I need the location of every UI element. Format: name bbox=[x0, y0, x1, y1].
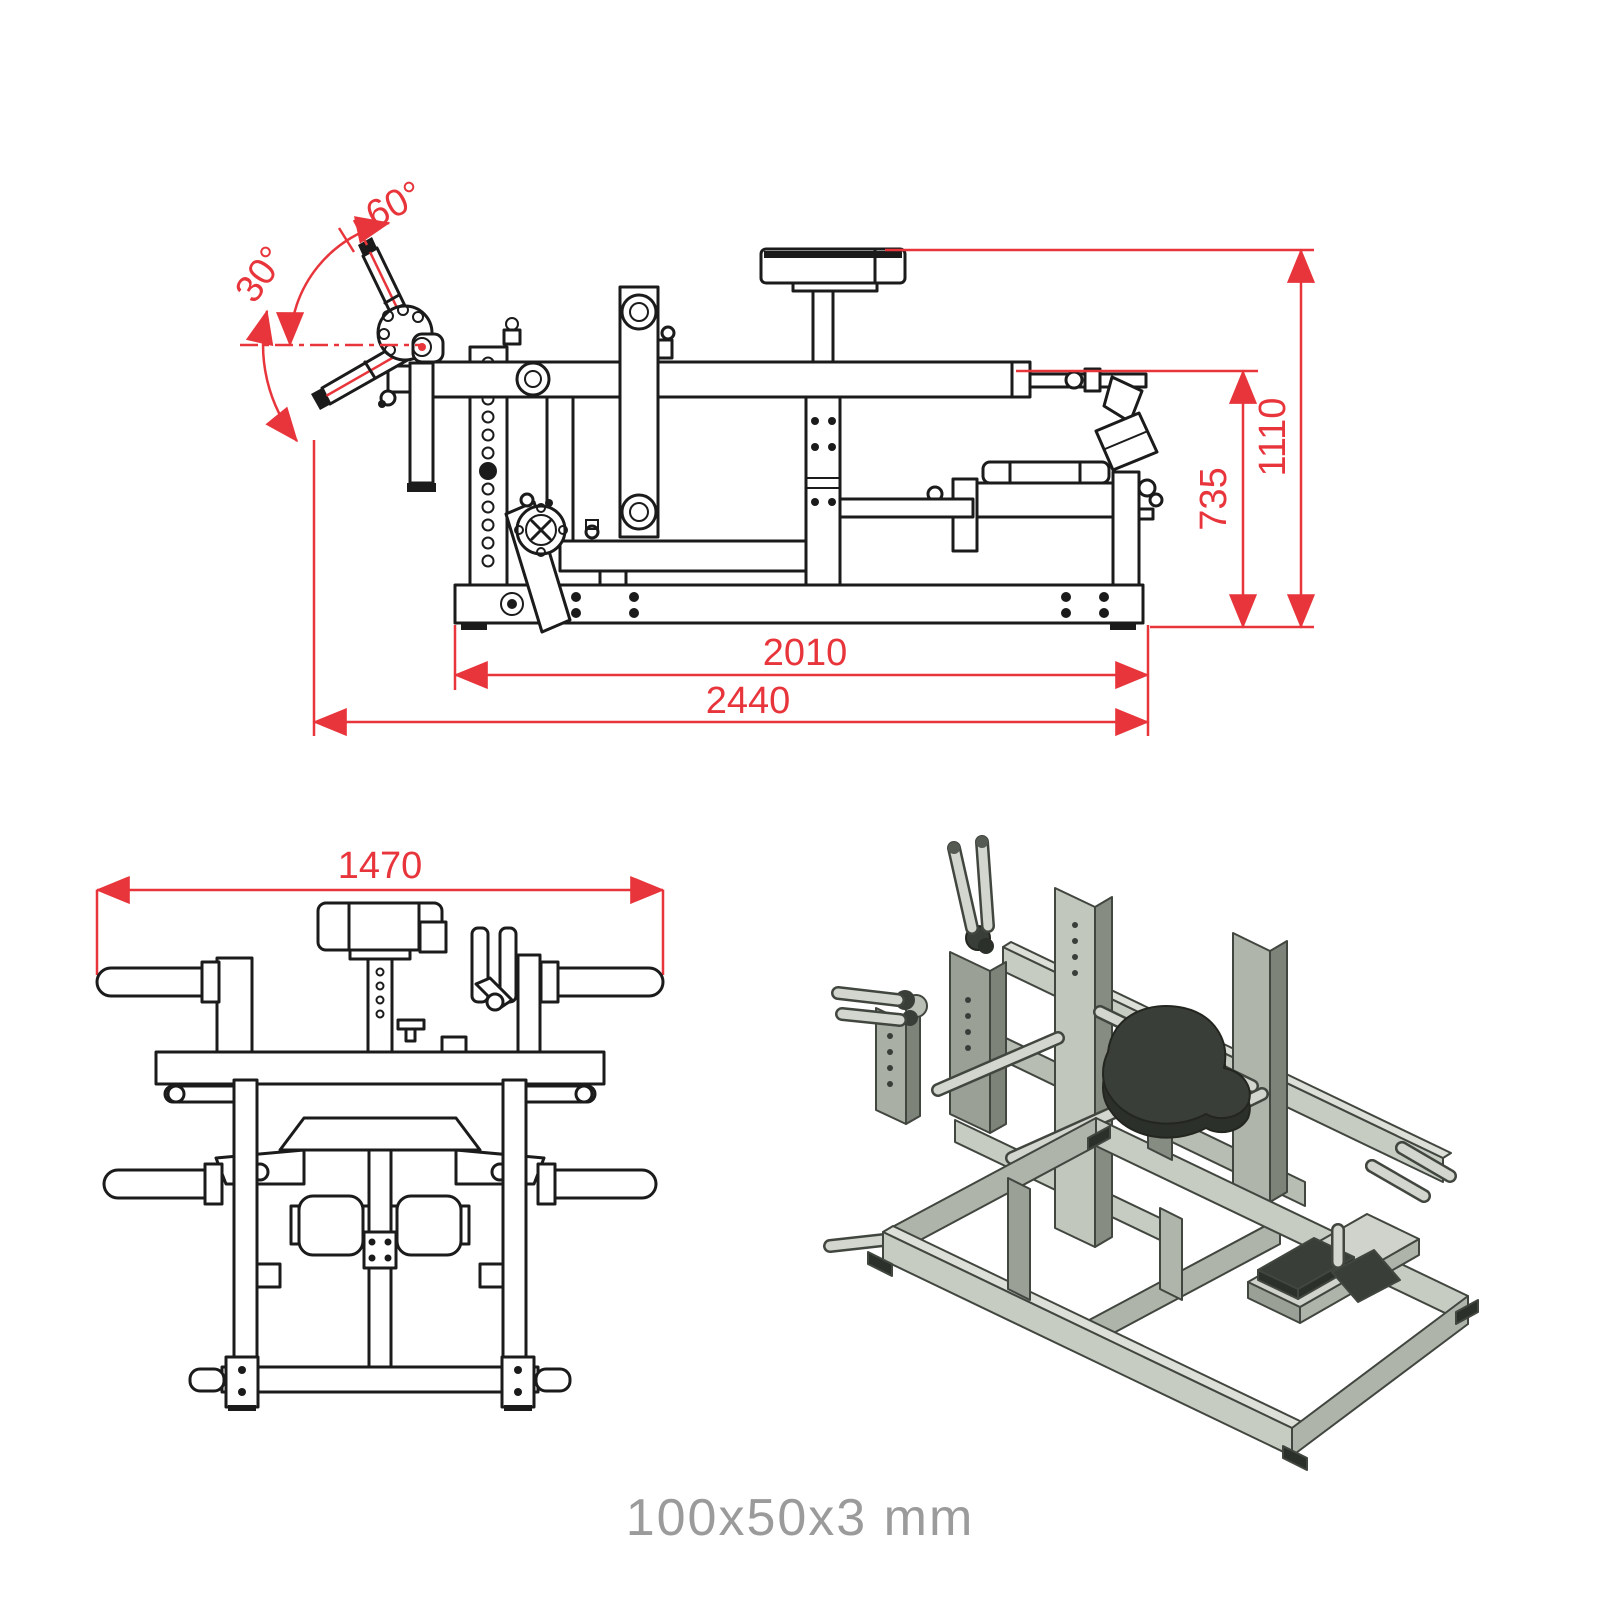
arc-60 bbox=[276, 216, 391, 347]
seat-frame bbox=[971, 481, 1117, 519]
roller-right bbox=[395, 1194, 463, 1257]
dim-overall-length: 2440 bbox=[706, 680, 791, 722]
front-crossbar bbox=[220, 1365, 540, 1394]
roller-left bbox=[297, 1194, 365, 1257]
front-leg-left bbox=[232, 1078, 259, 1359]
dim-overall-height: 1110 bbox=[1252, 398, 1294, 477]
iso-foot-pad bbox=[1257, 1237, 1355, 1290]
iso-tower-right bbox=[1232, 932, 1271, 1203]
caption-profile-size: 100x50x3 mm bbox=[626, 1489, 975, 1547]
seat-post bbox=[1111, 470, 1141, 587]
dim-angle-lower: 30° bbox=[227, 239, 294, 310]
front-view: 1470 bbox=[95, 845, 665, 1411]
right-carrier-plate bbox=[516, 953, 542, 1054]
back-pad-edge bbox=[278, 1116, 482, 1152]
dim-arm-height: 735 bbox=[1193, 467, 1235, 530]
side-machine bbox=[311, 237, 1164, 634]
dim-angle-upper: 60° bbox=[359, 173, 429, 237]
side-dimensions: 60° 30° 1110 735 2010 2440 bbox=[227, 173, 1316, 737]
front-machine bbox=[95, 901, 665, 1411]
front-dimension: 1470 bbox=[95, 845, 665, 975]
front-main-beam bbox=[154, 1050, 606, 1086]
front-leg-right bbox=[501, 1078, 528, 1359]
iso-v-handle-tip bbox=[948, 842, 960, 854]
lower-frame-bar bbox=[558, 539, 810, 573]
side-view: 60° 30° 1110 735 2010 2440 bbox=[227, 173, 1316, 737]
iso-view bbox=[823, 835, 1479, 1471]
tilted-pad bbox=[1094, 411, 1159, 472]
mid-post bbox=[804, 395, 842, 587]
dim-base-length: 2010 bbox=[763, 632, 848, 674]
arc-30 bbox=[245, 309, 298, 443]
left-carrier-plate bbox=[215, 956, 254, 1054]
iso-tower-left bbox=[949, 951, 991, 1134]
dim-overall-width: 1470 bbox=[338, 845, 423, 887]
iso-seat-pad bbox=[1102, 1004, 1251, 1125]
seat-pad bbox=[981, 460, 1111, 485]
